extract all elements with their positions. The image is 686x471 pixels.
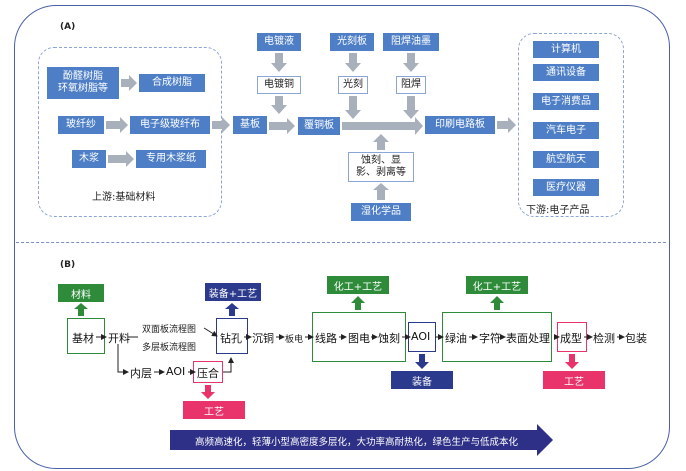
equip-process-tag: 装备+工艺 [205, 283, 261, 301]
ccl-box: 覆铜板 [298, 117, 340, 135]
downstream-item-medical: 医疗仪器 [533, 179, 599, 196]
section-b-process-arrows [96, 327, 625, 375]
arrow-fiber [106, 117, 128, 133]
arrow-litho-down [345, 53, 361, 72]
step-drilling: 钻孔 [220, 332, 242, 345]
step-aoi-2: AOI [411, 330, 431, 343]
arrow-plating-down [271, 53, 287, 72]
plating-copper-box: 电镀铜 [257, 76, 301, 94]
arrow-material-up [74, 303, 88, 316]
step-surface-finish: 表面处理 [506, 332, 550, 345]
arrow-chem1-up [351, 296, 365, 310]
substrate-box: 基板 [233, 116, 267, 134]
arrow-double-to-drill [203, 327, 218, 337]
lithography-plate-box: 光刻板 [330, 33, 374, 51]
section-b-label: (B) [60, 260, 76, 270]
arrow-mask-to-line [403, 96, 419, 119]
multilayer-flow-label: 多层板流程图 [142, 343, 197, 353]
arrow-pulp [108, 151, 134, 167]
wood-pulp-box: 木浆 [72, 150, 106, 168]
downstream-item-consumer: 电子消费品 [533, 93, 599, 110]
step-copper-deposition: 沉铜 [252, 332, 274, 345]
arrow-resin [121, 75, 137, 91]
process-tag-1: 工艺 [183, 401, 245, 419]
wet-chemicals-box: 湿化学品 [351, 203, 411, 221]
step-aoi-1: AOI [166, 365, 186, 378]
step-testing: 检测 [593, 332, 615, 345]
downstream-item-aerospace: 航空航天 [533, 151, 599, 168]
step-etching: 蚀刻 [378, 332, 400, 345]
section-b-tag-arrows [74, 296, 579, 399]
lithography-box: 光刻 [338, 76, 368, 94]
arrow-chem2-up [490, 296, 504, 310]
resin-source-box: 酚醛树脂 环氧树脂等 [47, 67, 119, 99]
step-routing: 成型 [560, 332, 582, 345]
chem-process-tag-2: 化工+工艺 [466, 276, 528, 294]
step-base-material: 基材 [72, 332, 94, 345]
double-sided-flow-label: 双面板流程图 [142, 325, 197, 335]
glass-cloth-box: 电子级玻纤布 [130, 116, 210, 134]
section-a-flow-arrows [106, 53, 516, 200]
arrow-to-downstream [497, 117, 516, 133]
arrow-process2-down [565, 354, 579, 369]
solder-mask-box: 阻焊 [396, 76, 426, 94]
solder-ink-box: 阻焊油墨 [383, 33, 439, 51]
arrow-plating-to-ccl [271, 96, 287, 114]
process-tag-2: 工艺 [543, 371, 605, 389]
plating-solution-box: 电镀液 [257, 33, 301, 51]
arrow-litho-to-line [345, 96, 361, 119]
material-tag: 材料 [58, 284, 104, 302]
section-divider [16, 242, 666, 243]
upstream-caption: 上游:基础材料 [92, 192, 156, 203]
step-cutting: 开料 [108, 332, 130, 345]
arrow-cut-to-inner [117, 344, 129, 375]
arrow-equip-up [225, 303, 239, 316]
step-solder-mask: 绿油 [445, 332, 467, 345]
trend-text: 高频高速化，轻薄小型高密度多层化，大功率高耐热化，绿色生产与低成本化 [195, 437, 519, 448]
equipment-tag: 装备 [391, 371, 453, 389]
step-lamination: 压合 [197, 367, 219, 380]
pcb-box: 印刷电路板 [425, 116, 495, 134]
arrow-equip-down [415, 354, 429, 369]
arrow-process1-down [201, 385, 215, 399]
step-circuit: 线路 [315, 332, 337, 345]
arrow-chem-up [373, 183, 389, 200]
downstream-item-telecom: 通讯设备 [533, 64, 599, 81]
pulp-paper-box: 专用木浆纸 [136, 150, 206, 168]
synthetic-resin-box: 合成树脂 [139, 74, 205, 92]
downstream-item-automotive: 汽车电子 [533, 122, 599, 139]
arrow-to-ccl [269, 118, 295, 134]
downstream-caption: 下游:电子产品 [526, 205, 590, 216]
step-pattern-plating: 图电 [348, 332, 370, 345]
downstream-item-computer: 计算机 [533, 41, 599, 58]
arrow-press-to-drill [223, 357, 234, 373]
arrow-to-substrate [212, 117, 230, 133]
chem-process-tag-1: 化工+工艺 [327, 276, 389, 294]
arrow-etch-up [373, 134, 389, 150]
glass-yarn-box: 玻纤纱 [58, 116, 104, 134]
etch-develop-strip-box: 蚀刻、显 影、剥离等 [348, 152, 414, 182]
step-inner-layer: 内层 [130, 367, 152, 380]
step-panel-plating: 板电 [285, 335, 304, 345]
arrow-to-pcb [342, 117, 423, 135]
step-legend: 字符 [479, 332, 501, 345]
arrow-mask-down [403, 53, 419, 72]
outer-frame [14, 5, 670, 469]
step-packaging: 包装 [625, 332, 647, 345]
section-a-label: (A) [60, 22, 76, 32]
trend-arrow [170, 424, 553, 456]
